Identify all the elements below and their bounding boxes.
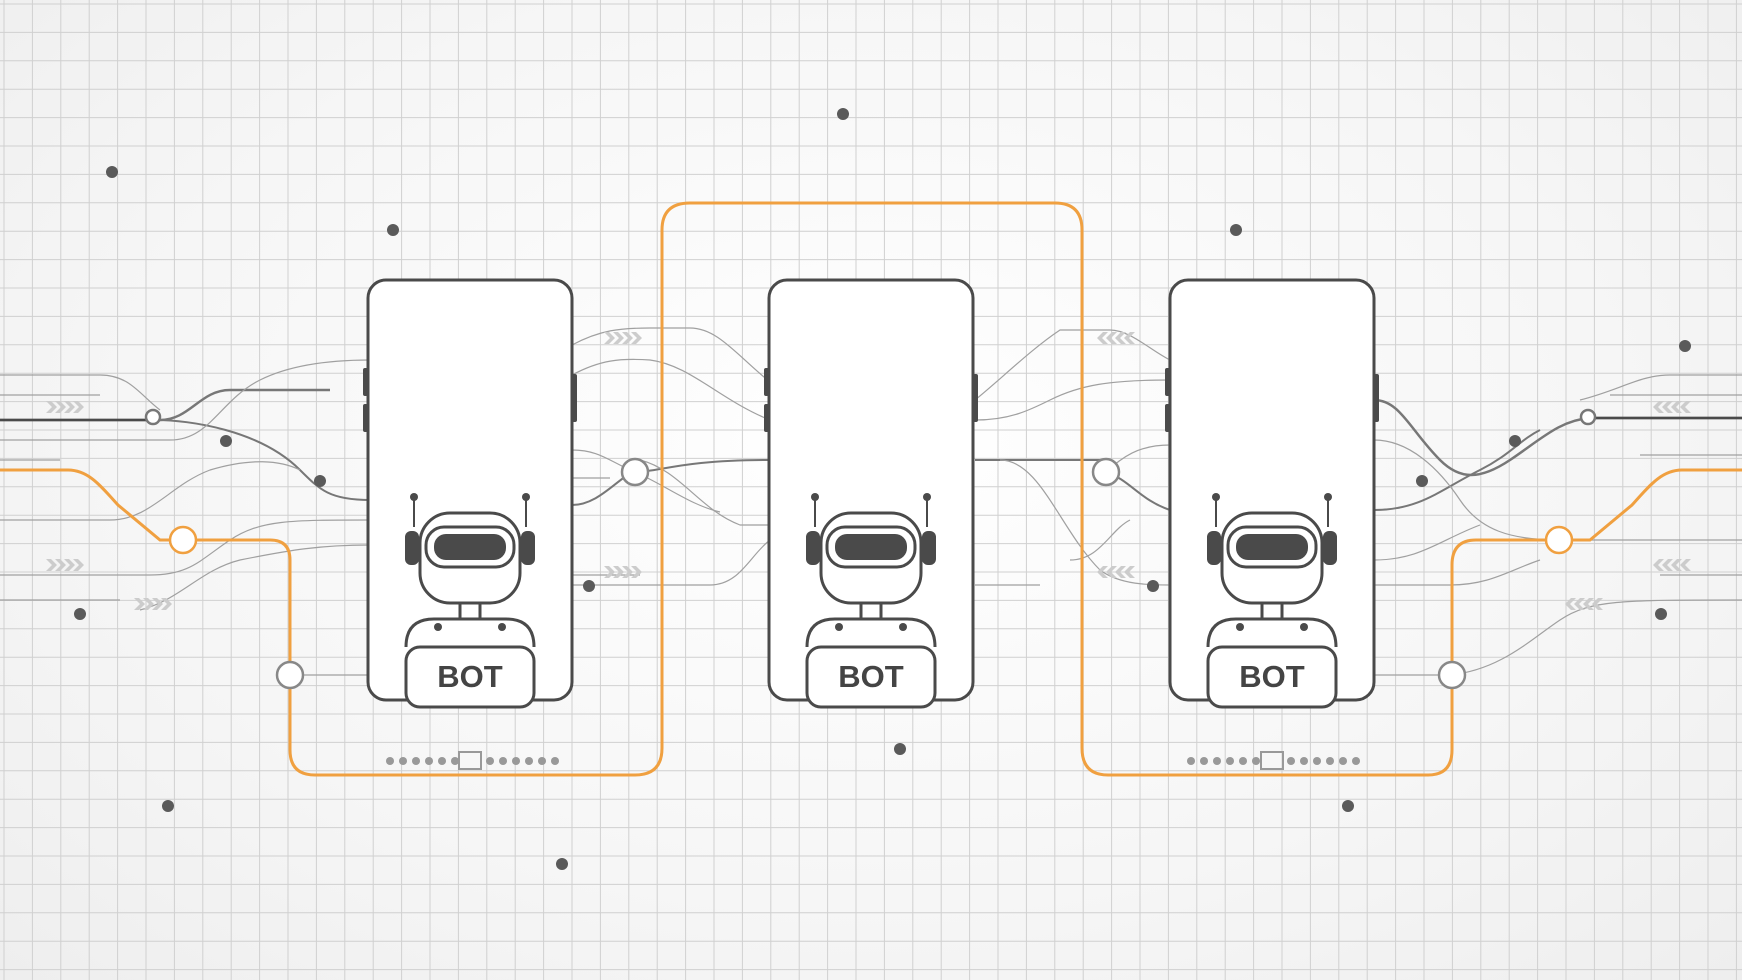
dot-icon	[583, 580, 595, 592]
chevron-right-icon	[46, 401, 84, 413]
orange-traces	[0, 201, 1742, 777]
dot-icon	[1342, 800, 1354, 812]
chevron-right-icon	[604, 332, 642, 344]
dot-icon	[220, 435, 232, 447]
dot-icon	[1147, 580, 1159, 592]
dot-icon	[162, 800, 174, 812]
dot-icon	[74, 608, 86, 620]
chevron-right-icon	[134, 598, 172, 610]
node-circle-icon	[620, 457, 650, 487]
chevron-left-icon	[1653, 401, 1691, 413]
bot-label-box	[404, 645, 536, 709]
dot-icon	[556, 858, 568, 870]
dot-icon	[1679, 340, 1691, 352]
node-circle-icon	[1437, 660, 1467, 690]
node-circle-icon	[1544, 525, 1574, 555]
chevron-left-icon	[1653, 559, 1691, 571]
phone-right: BOT	[1165, 278, 1379, 709]
node-circle-icon	[275, 660, 305, 690]
dot-icon	[387, 224, 399, 236]
phone-left: BOT	[363, 278, 577, 709]
bot-label: BOT	[838, 659, 904, 694]
bot-label: BOT	[1239, 659, 1305, 694]
dot-icon	[1416, 475, 1428, 487]
dot-icon	[1230, 224, 1242, 236]
progress-indicator-left	[386, 751, 559, 770]
bot-label: BOT	[437, 659, 503, 694]
node-circle-icon	[1091, 457, 1121, 487]
dot-icon	[1655, 608, 1667, 620]
scattered-dots	[74, 108, 1691, 870]
dot-icon	[106, 166, 118, 178]
dot-icon	[1509, 435, 1521, 447]
bot-label-box	[805, 645, 937, 709]
trace-nodes	[144, 408, 1597, 690]
node-circle-icon	[1579, 408, 1597, 426]
node-circle-icon	[168, 525, 198, 555]
dot-icon	[314, 475, 326, 487]
dot-icon	[894, 743, 906, 755]
chevron-left-icon	[1097, 332, 1135, 344]
dot-icon	[837, 108, 849, 120]
phone-center: BOT	[764, 278, 978, 709]
progress-indicator-right	[1187, 751, 1360, 770]
node-circle-icon	[144, 408, 162, 426]
chevron-right-icon	[46, 559, 84, 571]
bot-label-box	[1206, 645, 1338, 709]
